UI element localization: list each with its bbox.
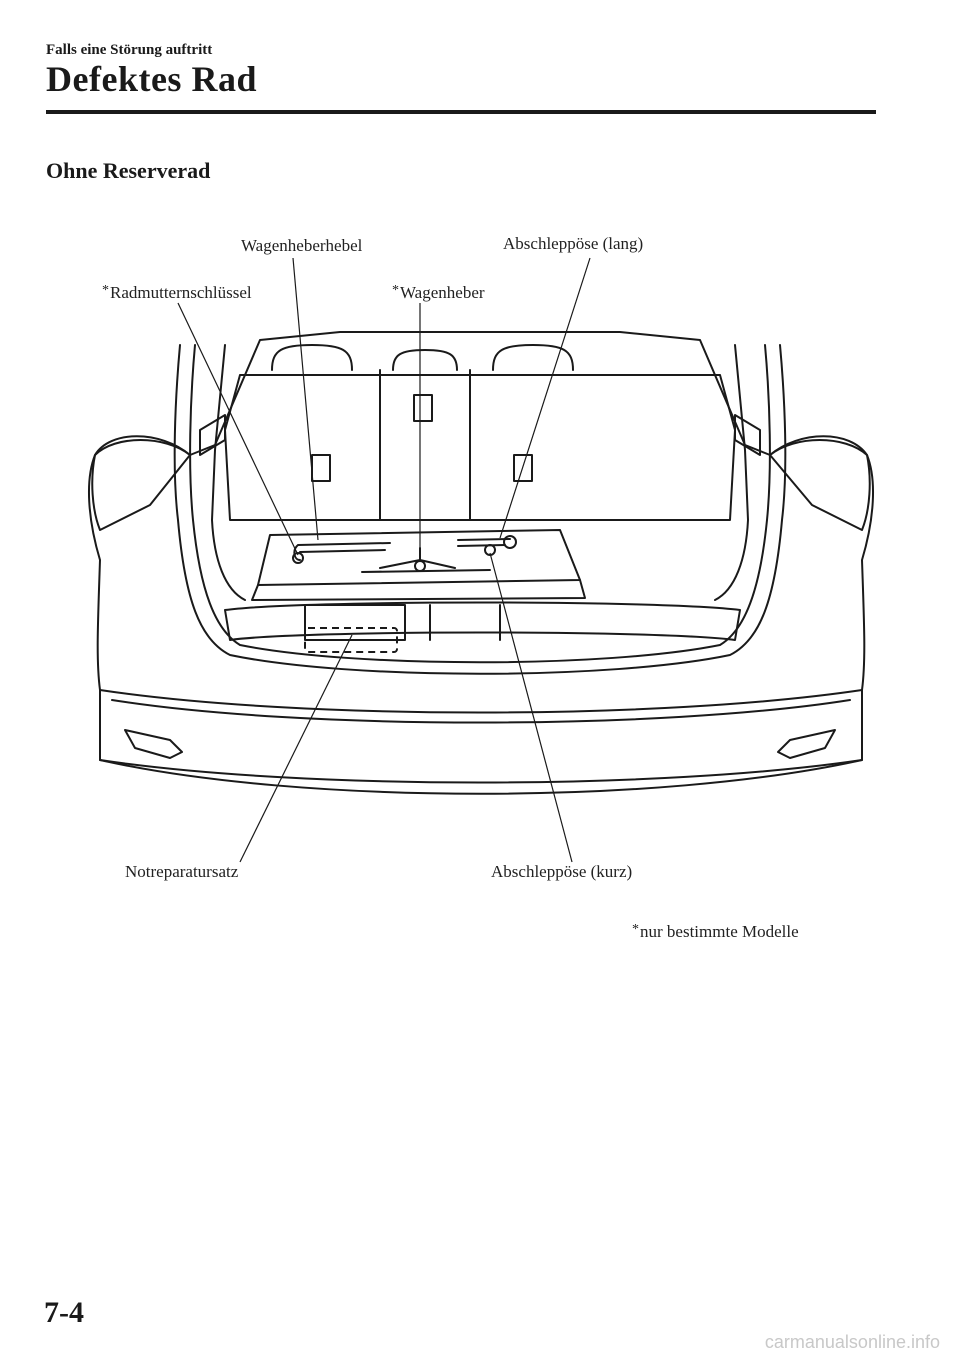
breadcrumb: Falls eine Störung auftritt — [46, 42, 213, 58]
jack — [361, 547, 491, 573]
section-heading: Ohne Reserverad — [46, 158, 211, 183]
label-notreparatursatz: Notreparatursatz — [125, 862, 239, 881]
asterisk-icon: * — [102, 283, 109, 298]
leader-wagenheberhebel — [292, 257, 319, 541]
leader-abschleppoese-lang — [499, 257, 591, 539]
seat-latch-right — [513, 454, 533, 482]
car-body-outline — [88, 331, 874, 795]
label-abschleppoese-lang: Abschleppöse (lang) — [503, 234, 644, 253]
label-wagenheber: *Wagenheber — [392, 283, 485, 302]
right-reflector — [777, 729, 836, 759]
rear-seat-back — [224, 374, 736, 521]
leader-notreparatursatz — [239, 634, 353, 863]
repair-kit-outline — [304, 627, 398, 653]
label-radmutternschluessel: *Radmutternschlüssel — [102, 283, 252, 302]
left-headrest — [271, 344, 353, 371]
seat-latch-left — [311, 454, 331, 482]
label-abschleppoese-kurz: Abschleppöse (kurz) — [491, 862, 633, 881]
tow-hooks — [457, 538, 511, 547]
tailgate-opening — [173, 344, 787, 675]
seat-latch-center — [413, 394, 433, 422]
lug-wrench — [293, 542, 391, 561]
asterisk-icon: * — [392, 283, 399, 298]
label-wagenheberhebel: Wagenheberhebel — [241, 236, 363, 255]
title-divider — [46, 110, 876, 114]
page-number: 7-4 — [44, 1296, 84, 1329]
watermark: carmanualsonline.info — [764, 1332, 940, 1352]
left-reflector — [124, 729, 183, 759]
leader-radmutternschluessel — [177, 302, 299, 556]
footnote: *nur bestimmte Modelle — [632, 922, 799, 941]
asterisk-icon: * — [632, 922, 639, 937]
leader-abschleppoese-kurz — [489, 552, 573, 863]
right-headrest — [492, 344, 574, 371]
page-title: Defektes Rad — [46, 59, 257, 99]
rear-bumper — [99, 689, 863, 714]
center-headrest — [392, 349, 458, 371]
